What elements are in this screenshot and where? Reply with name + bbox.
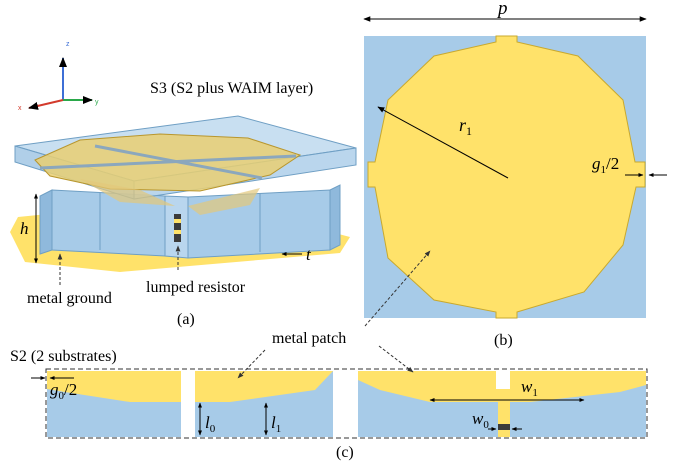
dim-l1: l1 [271, 413, 281, 435]
dim-g1: g1/2 [592, 154, 619, 176]
label-lumped-resistor: lumped resistor [146, 279, 246, 296]
dim-w0: w0 [472, 409, 489, 431]
dim-g0: g0/2 [50, 380, 77, 402]
label-metal-patch: metal patch [272, 330, 346, 347]
caption-c: (c) [336, 444, 354, 461]
lumped-resistor-side [498, 424, 510, 430]
substrate-right [358, 371, 646, 437]
label-metal-ground: metal ground [27, 290, 112, 307]
x-axis [28, 99, 64, 110]
dim-h: h [20, 219, 29, 238]
panel-c: S2 (2 substrates) metal patch [10, 330, 648, 461]
dim-r1-line [377, 106, 509, 179]
lumped-resistor [174, 214, 181, 242]
dim-t: t [306, 245, 312, 264]
x-axis-label: x [18, 105, 22, 112]
dim-l0: l0 [205, 413, 216, 435]
z-axis-label: z [66, 41, 70, 48]
caption-b: (b) [494, 332, 513, 349]
dim-w1: w1 [521, 377, 538, 399]
substrate-walls [39, 184, 341, 259]
s2-title: S2 (2 substrates) [10, 348, 117, 365]
panel-b: p r1 g1/2 (b) [363, 0, 667, 349]
axis-triad: z y x [18, 41, 99, 112]
caption-a: (a) [177, 311, 195, 328]
dim-p: p [496, 0, 508, 19]
s2-outline [45, 368, 648, 439]
s3-title: S3 (S2 plus WAIM layer) [150, 80, 313, 97]
panel-a: z y x S3 (S2 plus WAIM layer) [10, 41, 357, 328]
y-axis-label: y [95, 99, 99, 106]
dim-r1: r1 [459, 115, 472, 138]
